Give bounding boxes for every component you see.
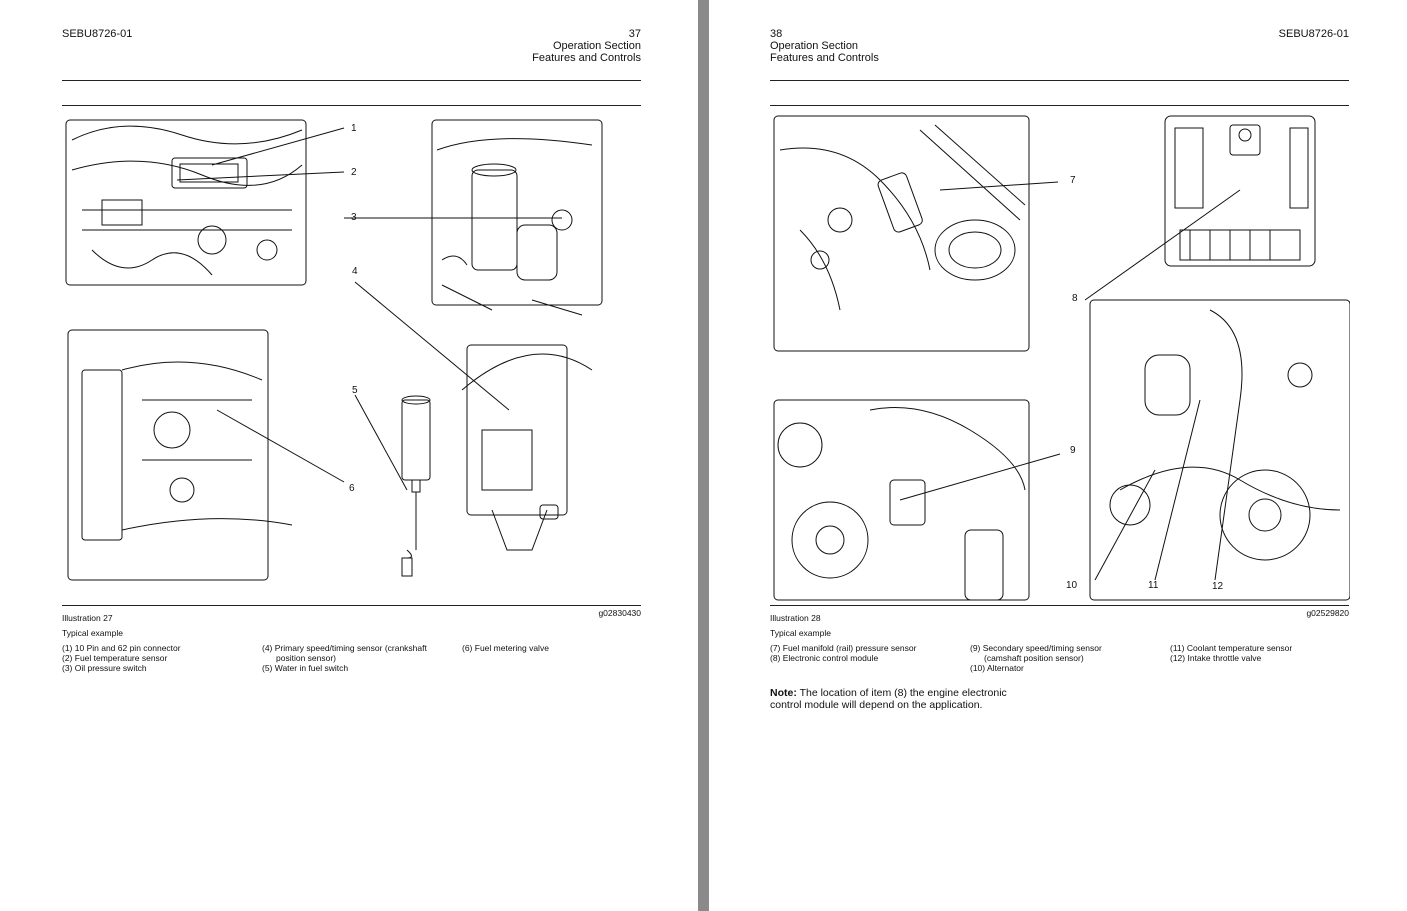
legend-item: (2) Fuel temperature sensor (62, 653, 168, 663)
legend-column-2: (9) Secondary speed/timing sensor (camsh… (970, 643, 1102, 673)
figure-rule (770, 605, 1349, 606)
callout-2: 2 (351, 167, 357, 178)
section-title: Operation Section (770, 40, 859, 52)
legend-item: (6) Fuel metering valve (462, 643, 549, 653)
callout-4: 4 (352, 266, 358, 277)
illustration-caption: Typical example (770, 628, 831, 638)
illustration-code: g02529820 (1306, 608, 1349, 618)
callout-3: 3 (351, 212, 357, 223)
engine-sensor-illustration (62, 110, 642, 605)
legend-item: (11) Coolant temperature sensor (1170, 643, 1293, 653)
doc-id: SEBU8726-01 (1278, 28, 1349, 40)
note-text-line-2: control module will depend on the applic… (770, 699, 983, 711)
section-title: Operation Section (552, 40, 641, 52)
legend-item: (camshaft position sensor) (984, 653, 1084, 663)
figure-rule (62, 605, 641, 606)
legend-item: (8) Electronic control module (770, 653, 879, 663)
header-rule-2 (62, 105, 641, 106)
illustration-caption: Typical example (62, 628, 123, 638)
note-label: Note: (770, 687, 797, 699)
legend-item: (10) Alternator (970, 663, 1024, 673)
illustration-label: Illustration 27 (62, 613, 113, 623)
legend-item: (4) Primary speed/timing sensor (cranksh… (262, 643, 427, 653)
callout-8: 8 (1072, 293, 1078, 304)
legend-item: (1) 10 Pin and 62 pin connector (62, 643, 181, 653)
doc-id: SEBU8726-01 (62, 28, 133, 40)
callout-12: 12 (1212, 581, 1224, 592)
legend-column-1: (1) 10 Pin and 62 pin connector (2) Fuel… (62, 643, 181, 673)
note-paragraph: Note: The location of item (8) the engin… (770, 687, 1007, 711)
subsection-title: Features and Controls (532, 52, 641, 64)
illustration-label: Illustration 28 (770, 613, 821, 623)
legend-column-3: (11) Coolant temperature sensor (12) Int… (1170, 643, 1292, 663)
header-rule (770, 80, 1349, 81)
legend-column-2: (4) Primary speed/timing sensor (cranksh… (262, 643, 427, 673)
subsection-title: Features and Controls (770, 52, 879, 64)
legend-item: (12) Intake throttle valve (1170, 653, 1262, 663)
legend-item: (3) Oil pressure switch (62, 663, 147, 673)
callout-5: 5 (352, 385, 358, 396)
callout-1: 1 (351, 123, 357, 134)
callout-11: 11 (1148, 580, 1159, 591)
legend-column-1: (7) Fuel manifold (rail) pressure sensor… (770, 643, 916, 663)
legend-item: (7) Fuel manifold (rail) pressure sensor (770, 643, 917, 653)
callout-9: 9 (1070, 445, 1076, 456)
note-text-line-1: The location of item (8) the engine elec… (799, 687, 1007, 699)
right-page: 38 Operation Section Features and Contro… (709, 0, 1407, 911)
legend-item: (5) Water in fuel switch (262, 663, 349, 673)
engine-control-illustration (770, 110, 1350, 605)
page-number: 37 (628, 28, 641, 40)
header-rule (62, 80, 641, 81)
illustration-code: g02830430 (598, 608, 641, 618)
callout-10: 10 (1066, 580, 1078, 591)
legend-column-3: (6) Fuel metering valve (462, 643, 549, 653)
left-page: SEBU8726-01 37 Operation Section Feature… (0, 0, 698, 911)
callout-7: 7 (1070, 175, 1076, 186)
page-number: 38 (770, 28, 783, 40)
header-rule-2 (770, 105, 1349, 106)
callout-6: 6 (349, 483, 355, 494)
legend-item: (9) Secondary speed/timing sensor (970, 643, 1102, 653)
legend-item: position sensor) (276, 653, 337, 663)
